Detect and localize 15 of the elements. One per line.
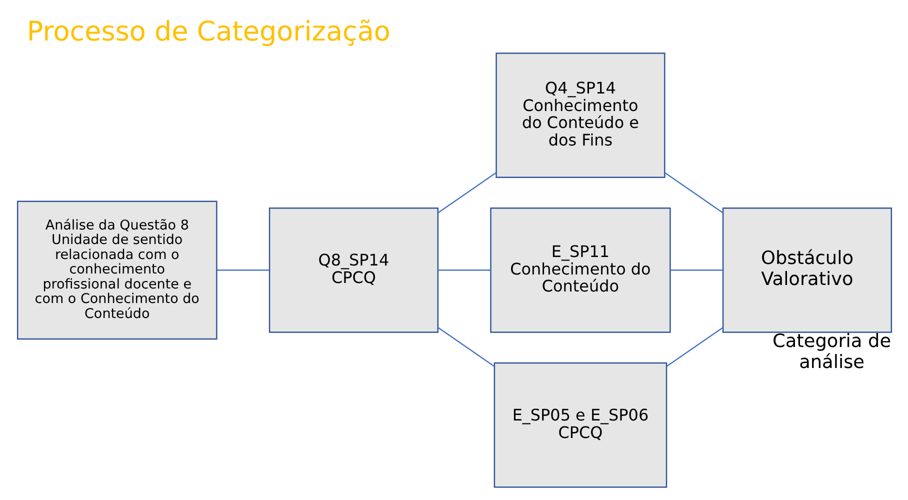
connector [437, 172, 496, 213]
connector [664, 172, 723, 213]
node-box: Obstáculo Valorativo [722, 206, 892, 332]
node-box: Q8_SP14 CPCQ [268, 206, 438, 332]
node-box: Q4_SP14 Conhecimento do Conteúdo e dos Fins [495, 52, 665, 178]
node-box: Análise da Questão 8 Unidade de sentido relacionada com o conhecimento profissional docente e com o Conhecimento do Conteúdo [16, 200, 217, 340]
connector [438, 269, 490, 270]
connector [670, 269, 722, 270]
connector [666, 326, 723, 366]
connector [216, 269, 269, 270]
node-box: E_SP05 e E_SP06 CPCQ [493, 362, 667, 488]
node-box: E_SP11 Conhecimento do Conteúdo [490, 206, 670, 332]
connector [437, 326, 494, 366]
diagram-title: Processo de Categorização [26, 16, 390, 47]
node-label: Categoria de análise [772, 330, 891, 372]
